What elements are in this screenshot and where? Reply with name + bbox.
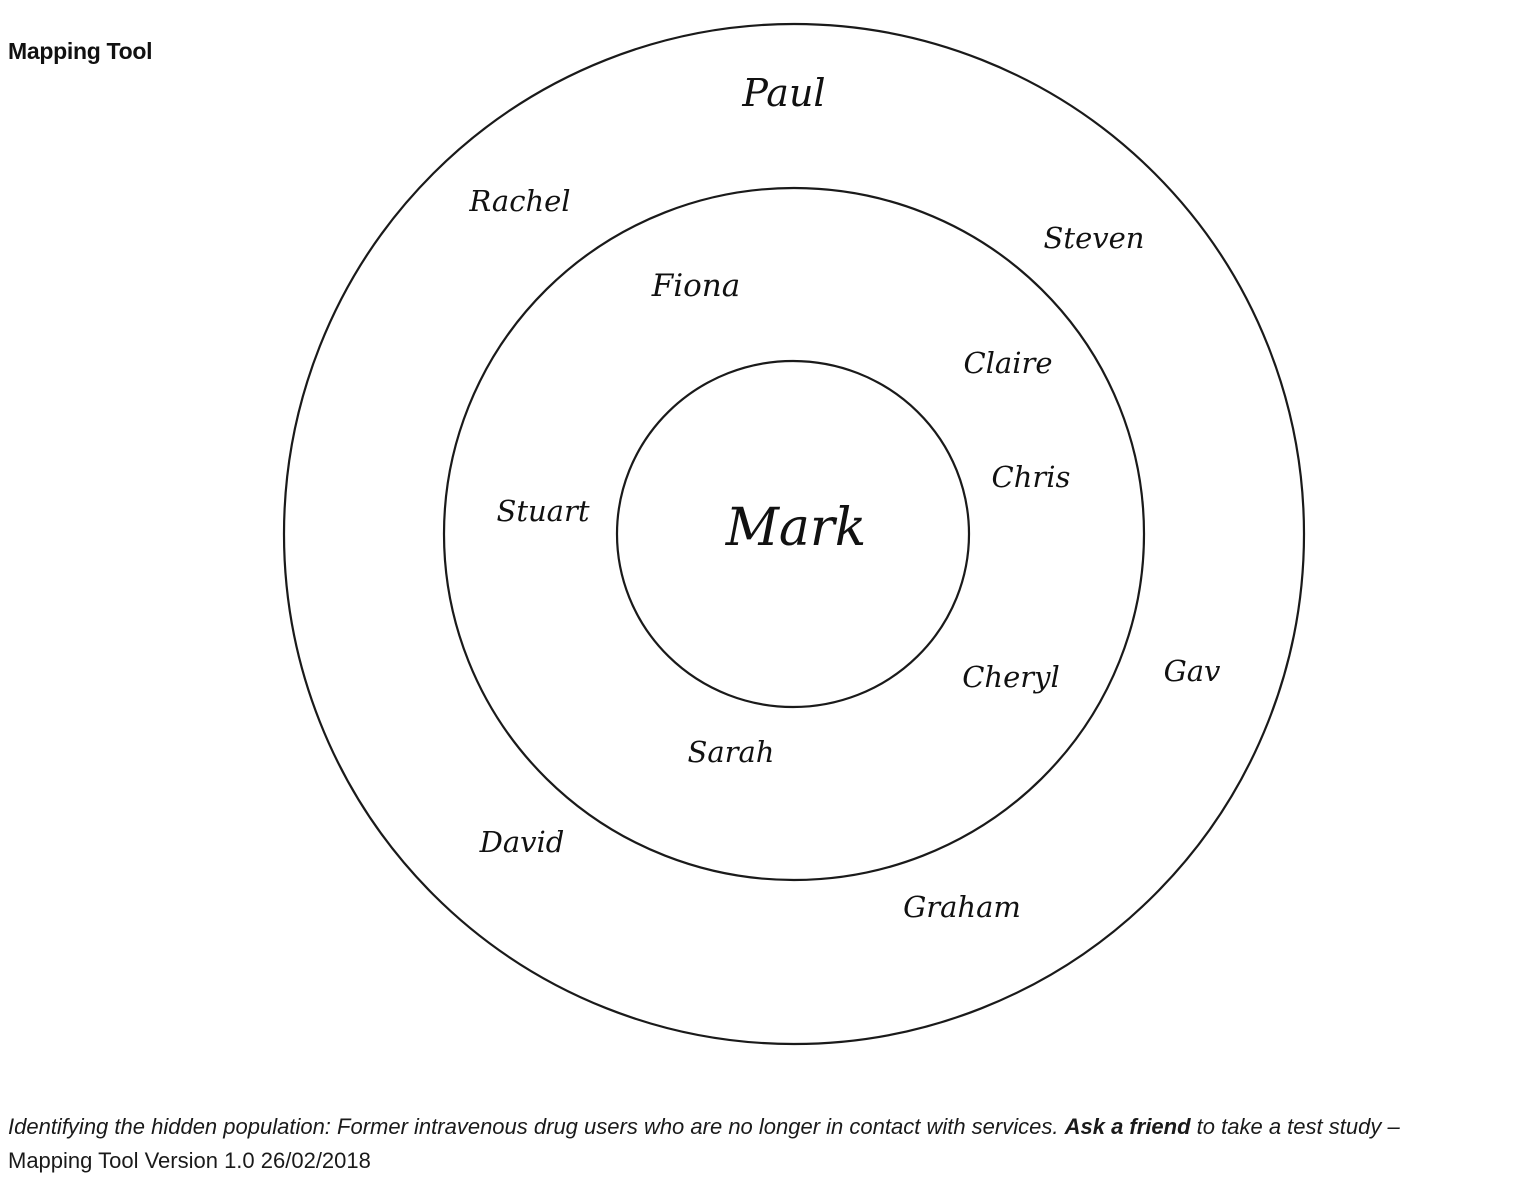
footer-study-name: Ask a friend bbox=[1064, 1114, 1191, 1139]
outer-ring-name: Graham bbox=[903, 890, 1021, 924]
outer-ring-name: Rachel bbox=[468, 184, 570, 218]
center-name: Mark bbox=[725, 498, 867, 558]
page-title: Mapping Tool bbox=[8, 38, 153, 64]
footer-version: Mapping Tool Version 1.0 26/02/2018 bbox=[8, 1148, 371, 1173]
inner-ring-name: Chris bbox=[992, 460, 1071, 494]
inner-ring-name: Stuart bbox=[496, 494, 589, 528]
footer-study-tail: to take a test study – bbox=[1196, 1114, 1400, 1139]
outer-ring-name: Paul bbox=[741, 71, 825, 115]
inner-ring-name: Sarah bbox=[688, 735, 775, 769]
inner-circle bbox=[615, 359, 971, 709]
footer: Identifying the hidden population: Forme… bbox=[8, 1110, 1513, 1178]
outer-ring-name: Gav bbox=[1164, 654, 1221, 688]
middle-circle bbox=[442, 186, 1146, 882]
inner-ring-name: Cheryl bbox=[962, 660, 1060, 694]
inner-ring-name: Claire bbox=[963, 346, 1052, 380]
inner-ring-name: Fiona bbox=[651, 268, 741, 304]
outer-circle bbox=[282, 22, 1306, 1046]
outer-ring-name: Steven bbox=[1044, 221, 1145, 255]
footer-line-1: Identifying the hidden population: Forme… bbox=[8, 1110, 1513, 1144]
outer-ring-name: David bbox=[479, 825, 565, 859]
footer-study-title: Identifying the hidden population: Forme… bbox=[8, 1114, 1059, 1139]
